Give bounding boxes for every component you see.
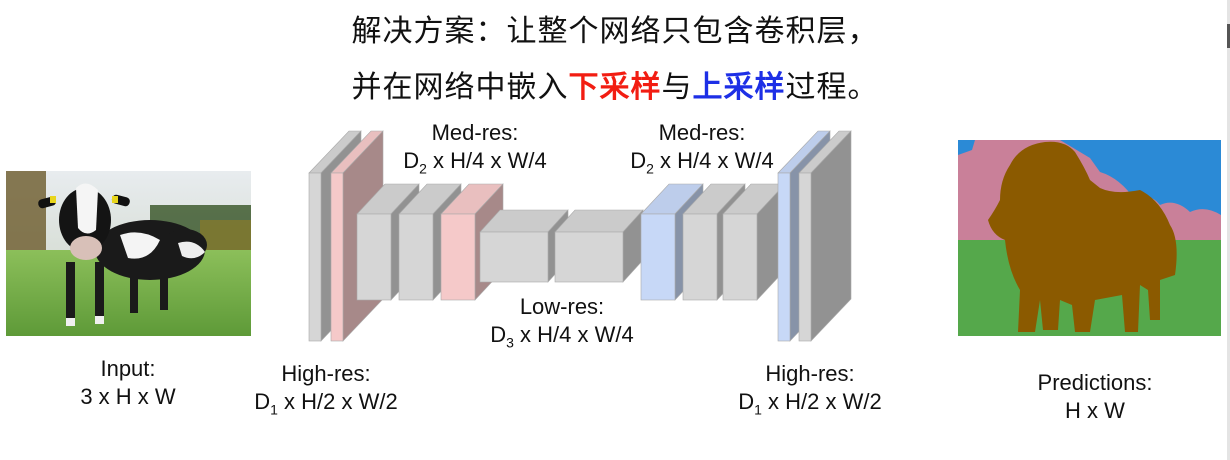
dim-letter: D <box>254 389 271 414</box>
dim-subscript: 3 <box>506 334 514 351</box>
high-res-right-line2: D1 x H/2 x W/2 <box>720 388 900 423</box>
title-line-2: 并在网络中嵌入下采样与上采样过程。 <box>0 62 1230 106</box>
predictions-label: Predictions: H x W <box>1020 369 1170 425</box>
dim-rest: x H/4 x W/4 <box>513 322 634 347</box>
low-res-label: Low-res: D3 x H/4 x W/4 <box>472 293 652 356</box>
prediction-map <box>958 140 1221 336</box>
high-res-left-line2: D1 x H/2 x W/2 <box>236 388 416 423</box>
predictions-label-line1: Predictions: <box>1037 370 1153 395</box>
low-res-line1: Low-res: <box>519 294 605 319</box>
med-res-left-line1: Med-res: <box>431 120 519 145</box>
dim-subscript: 2 <box>646 160 654 177</box>
title-line-2-mid: 与 <box>661 70 693 105</box>
dim-rest: x H/2 x W/2 <box>761 389 882 414</box>
low-res-line2: D3 x H/4 x W/4 <box>472 321 652 356</box>
dim-letter: D <box>738 389 755 414</box>
high-res-left-label: High-res: D1 x H/2 x W/2 <box>236 360 416 423</box>
title-line-1: 解决方案：让整个网络只包含卷积层， <box>351 14 879 49</box>
dim-letter: D <box>403 148 420 173</box>
med-res-left-line2: D2 x H/4 x W/4 <box>385 147 565 182</box>
med-res-right-line1: Med-res: <box>658 120 746 145</box>
block-high-res-right-2 <box>798 130 852 342</box>
block-low-res-1 <box>479 209 569 283</box>
network-blocks <box>308 130 852 342</box>
title-upsampling: 上采样 <box>692 70 786 105</box>
input-label-line1: Input: <box>100 356 156 381</box>
dim-rest: x H/4 x W/4 <box>426 148 547 173</box>
window-edge-handle <box>1227 24 1230 48</box>
block-low-res-2 <box>554 209 644 283</box>
dim-letter: D <box>630 148 647 173</box>
title-line-2-post: 过程。 <box>785 70 879 105</box>
window-edge <box>1227 0 1230 460</box>
dim-rest: x H/4 x W/4 <box>653 148 774 173</box>
title-downsampling: 下采样 <box>568 70 662 105</box>
dim-subscript: 1 <box>270 401 278 418</box>
high-res-right-label: High-res: D1 x H/2 x W/2 <box>720 360 900 423</box>
dim-subscript: 2 <box>419 160 427 177</box>
input-label-line2: 3 x H x W <box>80 384 176 409</box>
med-res-left-label: Med-res: D2 x H/4 x W/4 <box>385 119 565 182</box>
dim-letter: D <box>490 322 507 347</box>
dim-subscript: 1 <box>754 401 762 418</box>
high-res-left-line1: High-res: <box>281 361 371 386</box>
high-res-right-line1: High-res: <box>765 361 855 386</box>
med-res-right-label: Med-res: D2 x H/4 x W/4 <box>612 119 792 182</box>
title-line-2-pre: 并在网络中嵌入 <box>351 70 569 105</box>
input-label: Input: 3 x H x W <box>68 355 188 411</box>
predictions-label-line2: H x W <box>1065 398 1125 423</box>
dim-rest: x H/2 x W/2 <box>277 389 398 414</box>
med-res-right-line2: D2 x H/4 x W/4 <box>612 147 792 182</box>
input-image <box>6 171 251 336</box>
